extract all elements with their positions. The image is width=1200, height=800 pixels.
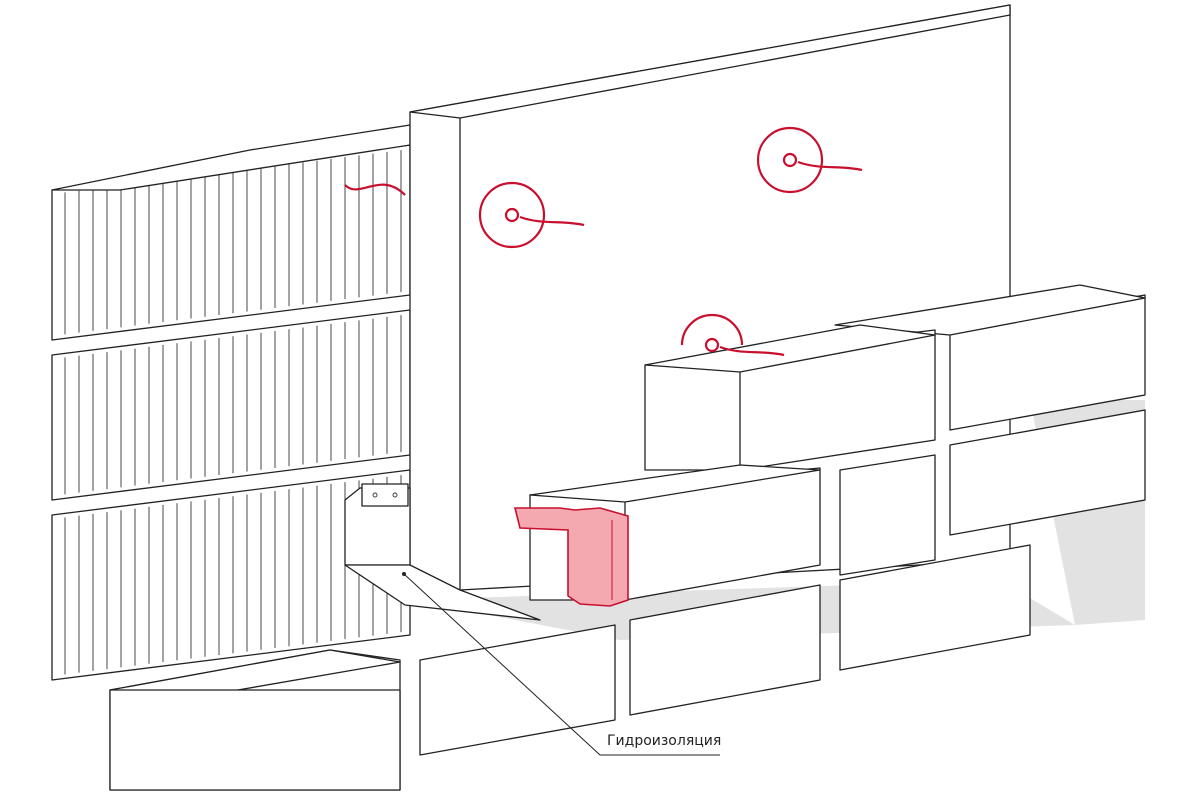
waterproofing [344,483,541,621]
insulation-dowel-2 [756,126,863,194]
block-wall [51,124,411,681]
insulation-dowel-3 [680,313,785,357]
tie-wire [344,183,406,196]
block-row [51,469,411,681]
callout-label-waterproofing: Гидроизоляция [607,733,722,749]
callout-leader-line [403,573,720,756]
red-bracket [513,507,629,607]
block-row [51,144,411,341]
block-row [51,309,411,501]
insulation-dowel-1 [478,181,585,249]
